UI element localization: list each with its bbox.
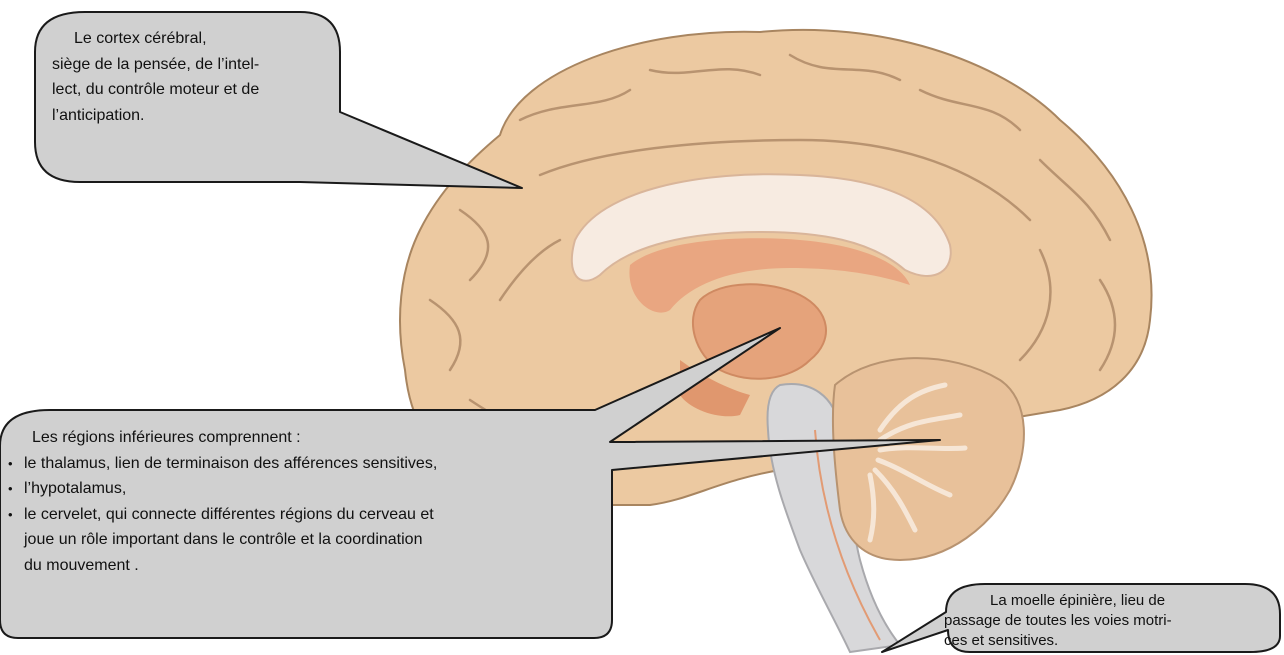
regions-item-cervelet-cont: joue un rôle important dans le contrôle … xyxy=(8,527,608,553)
regions-item-text: joue un rôle important dans le contrôle … xyxy=(24,531,422,548)
regions-item-cervelet: • le cervelet, qui connecte différentes … xyxy=(8,502,608,528)
callout-cortex-text: Le cortex cérébral, siège de la pensée, … xyxy=(52,26,342,128)
cortex-line-2: siège de la pensée, de l’intel- xyxy=(52,52,342,78)
regions-item-hypothalamus: • l’hypotalamus, xyxy=(8,476,608,502)
regions-item-text: le cervelet, qui connecte différentes ré… xyxy=(24,506,434,523)
callout-moelle-content: La moelle épinière, lieu de passage de t… xyxy=(944,591,1280,651)
callout-regions-text: Les régions inférieures comprennent : • … xyxy=(8,425,608,578)
bullet-icon: • xyxy=(8,502,13,528)
bullet-icon: • xyxy=(8,451,13,477)
regions-item-text: du mouvement . xyxy=(24,557,139,574)
moelle-text-line-2: passage de toutes les voies motri- xyxy=(944,611,1280,631)
moelle-text-line-3: ces et sensitives. xyxy=(944,631,1280,651)
regions-item-cervelet-end: du mouvement . xyxy=(8,553,608,579)
regions-item-text: l’hypotalamus, xyxy=(24,480,126,497)
cortex-line-3: lect, du contrôle moteur et de xyxy=(52,77,342,103)
cortex-line-4: l’anticipation. xyxy=(52,103,342,129)
regions-intro: Les régions inférieures comprennent : xyxy=(8,425,608,451)
moelle-text-line-1: La moelle épinière, lieu de xyxy=(944,591,1280,611)
regions-item-text: le thalamus, lien de terminaison des aff… xyxy=(24,455,437,472)
cortex-line-1: Le cortex cérébral, xyxy=(52,26,342,52)
bullet-icon: • xyxy=(8,476,13,502)
regions-item-thalamus: • le thalamus, lien de terminaison des a… xyxy=(8,451,608,477)
